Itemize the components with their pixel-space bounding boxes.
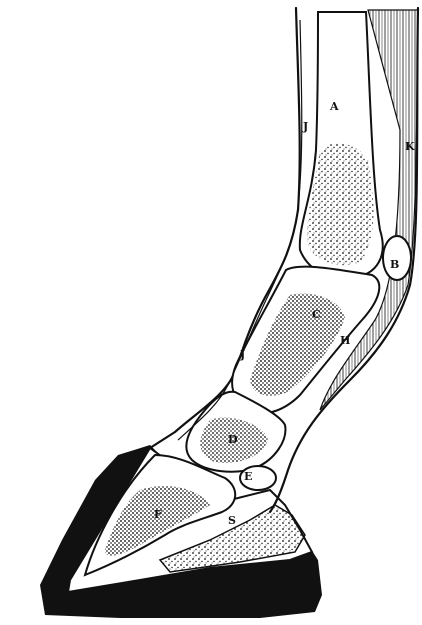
label-k: K bbox=[405, 140, 415, 153]
label-c: C bbox=[312, 308, 321, 321]
label-f: F bbox=[154, 508, 162, 521]
label-j-lower: J bbox=[239, 348, 245, 361]
label-b: B bbox=[390, 258, 399, 271]
label-j-upper: J bbox=[302, 120, 308, 133]
label-s: S bbox=[228, 514, 236, 527]
label-d: D bbox=[228, 433, 238, 446]
label-h: H bbox=[340, 334, 350, 347]
label-a: A bbox=[329, 100, 339, 113]
label-e: E bbox=[244, 470, 252, 483]
